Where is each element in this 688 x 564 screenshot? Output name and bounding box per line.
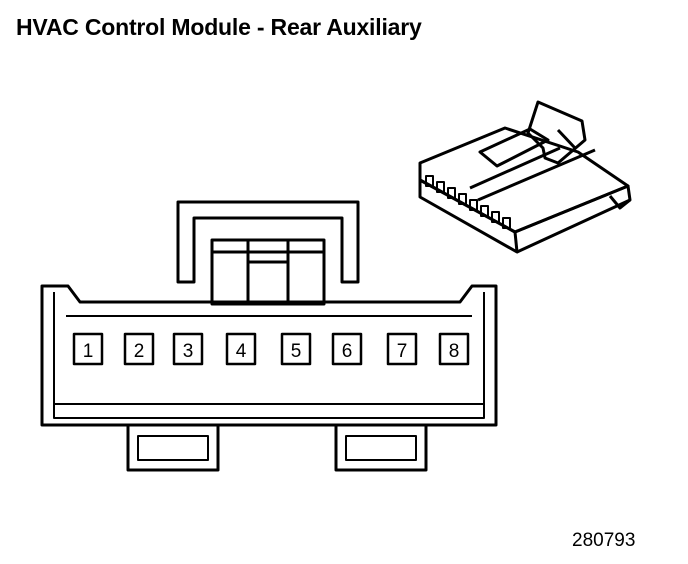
pin-box-4	[225, 332, 257, 366]
connector-isometric-view	[418, 100, 632, 254]
pin-label-3: 3	[183, 341, 194, 362]
pin-box-3	[172, 332, 204, 366]
pin-label-1: 1	[83, 341, 94, 362]
pin-box-7	[386, 332, 418, 366]
pin-label-2: 2	[134, 341, 145, 362]
pin-box-6	[331, 332, 363, 366]
pin-box-5	[280, 332, 312, 366]
pin-box-8	[438, 332, 470, 366]
connector-front-view	[40, 200, 498, 472]
pin-box-1	[72, 332, 104, 366]
pin-label-5: 5	[291, 341, 302, 362]
pin-boxes	[72, 332, 470, 366]
pin-label-7: 7	[397, 341, 408, 362]
pin-label-4: 4	[236, 341, 247, 362]
diagram-title: HVAC Control Module - Rear Auxiliary	[16, 14, 422, 40]
pin-label-8: 8	[449, 341, 460, 362]
pin-box-2	[123, 332, 155, 366]
figure-id: 280793	[572, 530, 636, 551]
pin-label-6: 6	[342, 341, 353, 362]
pin-labels: 1 2 3 4 5 6 7 8	[83, 341, 460, 362]
